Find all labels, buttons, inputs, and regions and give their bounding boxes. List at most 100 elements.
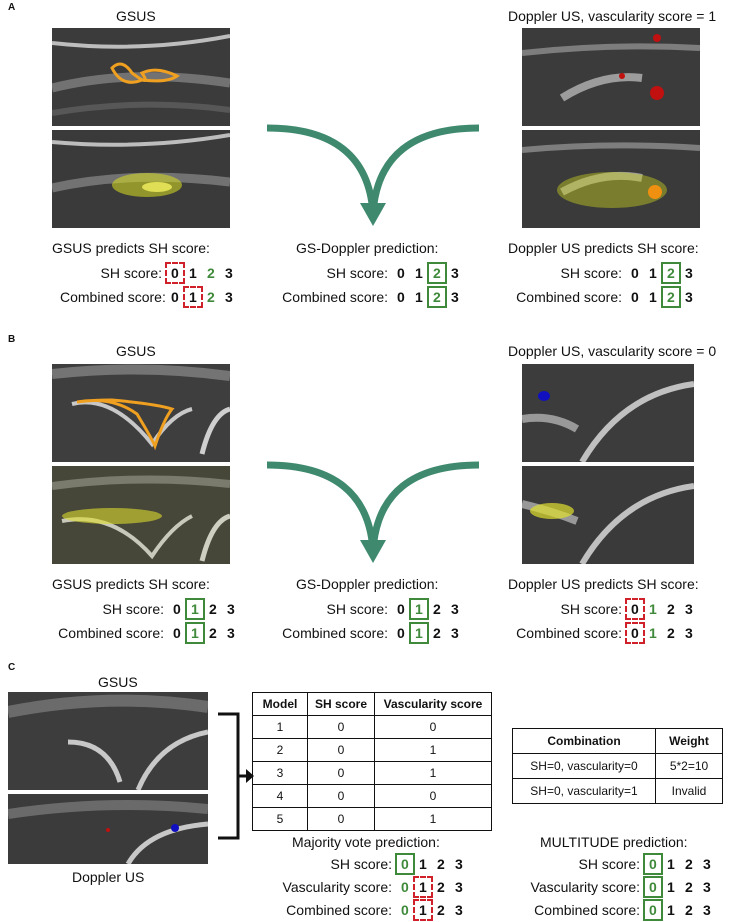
- digit: 3: [224, 289, 233, 305]
- vascularity-score-label: Vascularity score:: [282, 879, 392, 895]
- digit: 1: [184, 622, 205, 644]
- digit: 2: [432, 625, 441, 641]
- panel-b-doppler-title: Doppler US, vascularity score = 0: [508, 343, 717, 359]
- sh-score-label: SH score:: [578, 856, 640, 872]
- digit: 3: [684, 625, 693, 641]
- header-combination: Combination: [512, 728, 656, 754]
- combined-score-label: Combined score:: [286, 902, 392, 918]
- digit: 2: [208, 625, 217, 641]
- cell: 0: [307, 761, 375, 785]
- digit: 3: [454, 879, 463, 895]
- digit: 1: [414, 289, 423, 305]
- digit: 1: [408, 598, 429, 620]
- header-model: Model: [252, 692, 308, 716]
- combined-score-label: Combined score:: [282, 625, 388, 641]
- sh-score-label: SH score:: [326, 265, 388, 281]
- bracket-arrow: [218, 712, 254, 840]
- digit: 0: [396, 601, 405, 617]
- panel-a-doppler-heatmap-image: [522, 130, 700, 228]
- digit: 3: [450, 625, 459, 641]
- panel-b-doppler-caption: Doppler US predicts SH score:: [508, 576, 699, 592]
- digit: 0: [630, 265, 639, 281]
- digit: 1: [412, 899, 433, 921]
- sh-score-label: SH score:: [330, 856, 392, 872]
- cell: 1: [374, 738, 492, 762]
- digit: 0: [396, 289, 405, 305]
- digit: 2: [206, 289, 215, 305]
- digit: 0: [400, 879, 409, 895]
- combined-score-label: Combined score:: [516, 625, 622, 641]
- cell: Invalid: [655, 778, 723, 804]
- cell: 0: [307, 807, 375, 831]
- cell: 0: [374, 715, 492, 739]
- panel-c-gsus-image: [8, 692, 208, 790]
- digit: 2: [684, 856, 693, 872]
- digit: 2: [208, 601, 217, 617]
- sh-score-label: SH score:: [102, 601, 164, 617]
- cell: 1: [374, 807, 492, 831]
- digit: 2: [436, 902, 445, 918]
- panel-b-gsus-title: GSUS: [116, 343, 156, 359]
- digit: 0: [164, 262, 185, 284]
- digit: 1: [648, 601, 657, 617]
- header-vascularity-score: Vascularity score: [374, 692, 492, 716]
- digit: 1: [418, 856, 427, 872]
- digit: 3: [702, 856, 711, 872]
- digit: 0: [394, 853, 415, 875]
- digit: 0: [642, 876, 663, 898]
- sh-score-label: SH score:: [560, 601, 622, 617]
- digit: 0: [396, 265, 405, 281]
- digit: 2: [666, 625, 675, 641]
- digit: 2: [684, 879, 693, 895]
- combined-score-label: Combined score:: [58, 625, 164, 641]
- cell: 2: [252, 738, 308, 762]
- cell: 3: [252, 761, 308, 785]
- sh-score-label: SH score:: [326, 601, 388, 617]
- panel-b-doppler-heatmap-image: [522, 466, 694, 564]
- majority-vote-caption: Majority vote prediction:: [292, 834, 440, 850]
- digit: 2: [432, 601, 441, 617]
- digit: 2: [660, 286, 681, 308]
- synovium-outline: [110, 62, 180, 84]
- multitude-caption: MULTITUDE prediction:: [540, 834, 688, 850]
- combined-score-label: Combined score:: [534, 902, 640, 918]
- cell: 1: [374, 761, 492, 785]
- panel-a-gsus-title: GSUS: [116, 8, 156, 24]
- synovium-outline: [76, 398, 175, 451]
- digit: 3: [450, 289, 459, 305]
- digit: 1: [408, 622, 429, 644]
- panel-b-gsus-caption: GSUS predicts SH score:: [52, 576, 210, 592]
- cell: 1: [252, 715, 308, 739]
- digit: 1: [648, 625, 657, 641]
- digit: 3: [450, 265, 459, 281]
- cell: 0: [307, 784, 375, 808]
- panel-b-middle-caption: GS-Doppler prediction:: [296, 576, 439, 592]
- digit: 1: [666, 902, 675, 918]
- digit: 3: [684, 289, 693, 305]
- digit: 3: [684, 265, 693, 281]
- digit: 0: [400, 902, 409, 918]
- cell: 5*2=10: [655, 753, 723, 779]
